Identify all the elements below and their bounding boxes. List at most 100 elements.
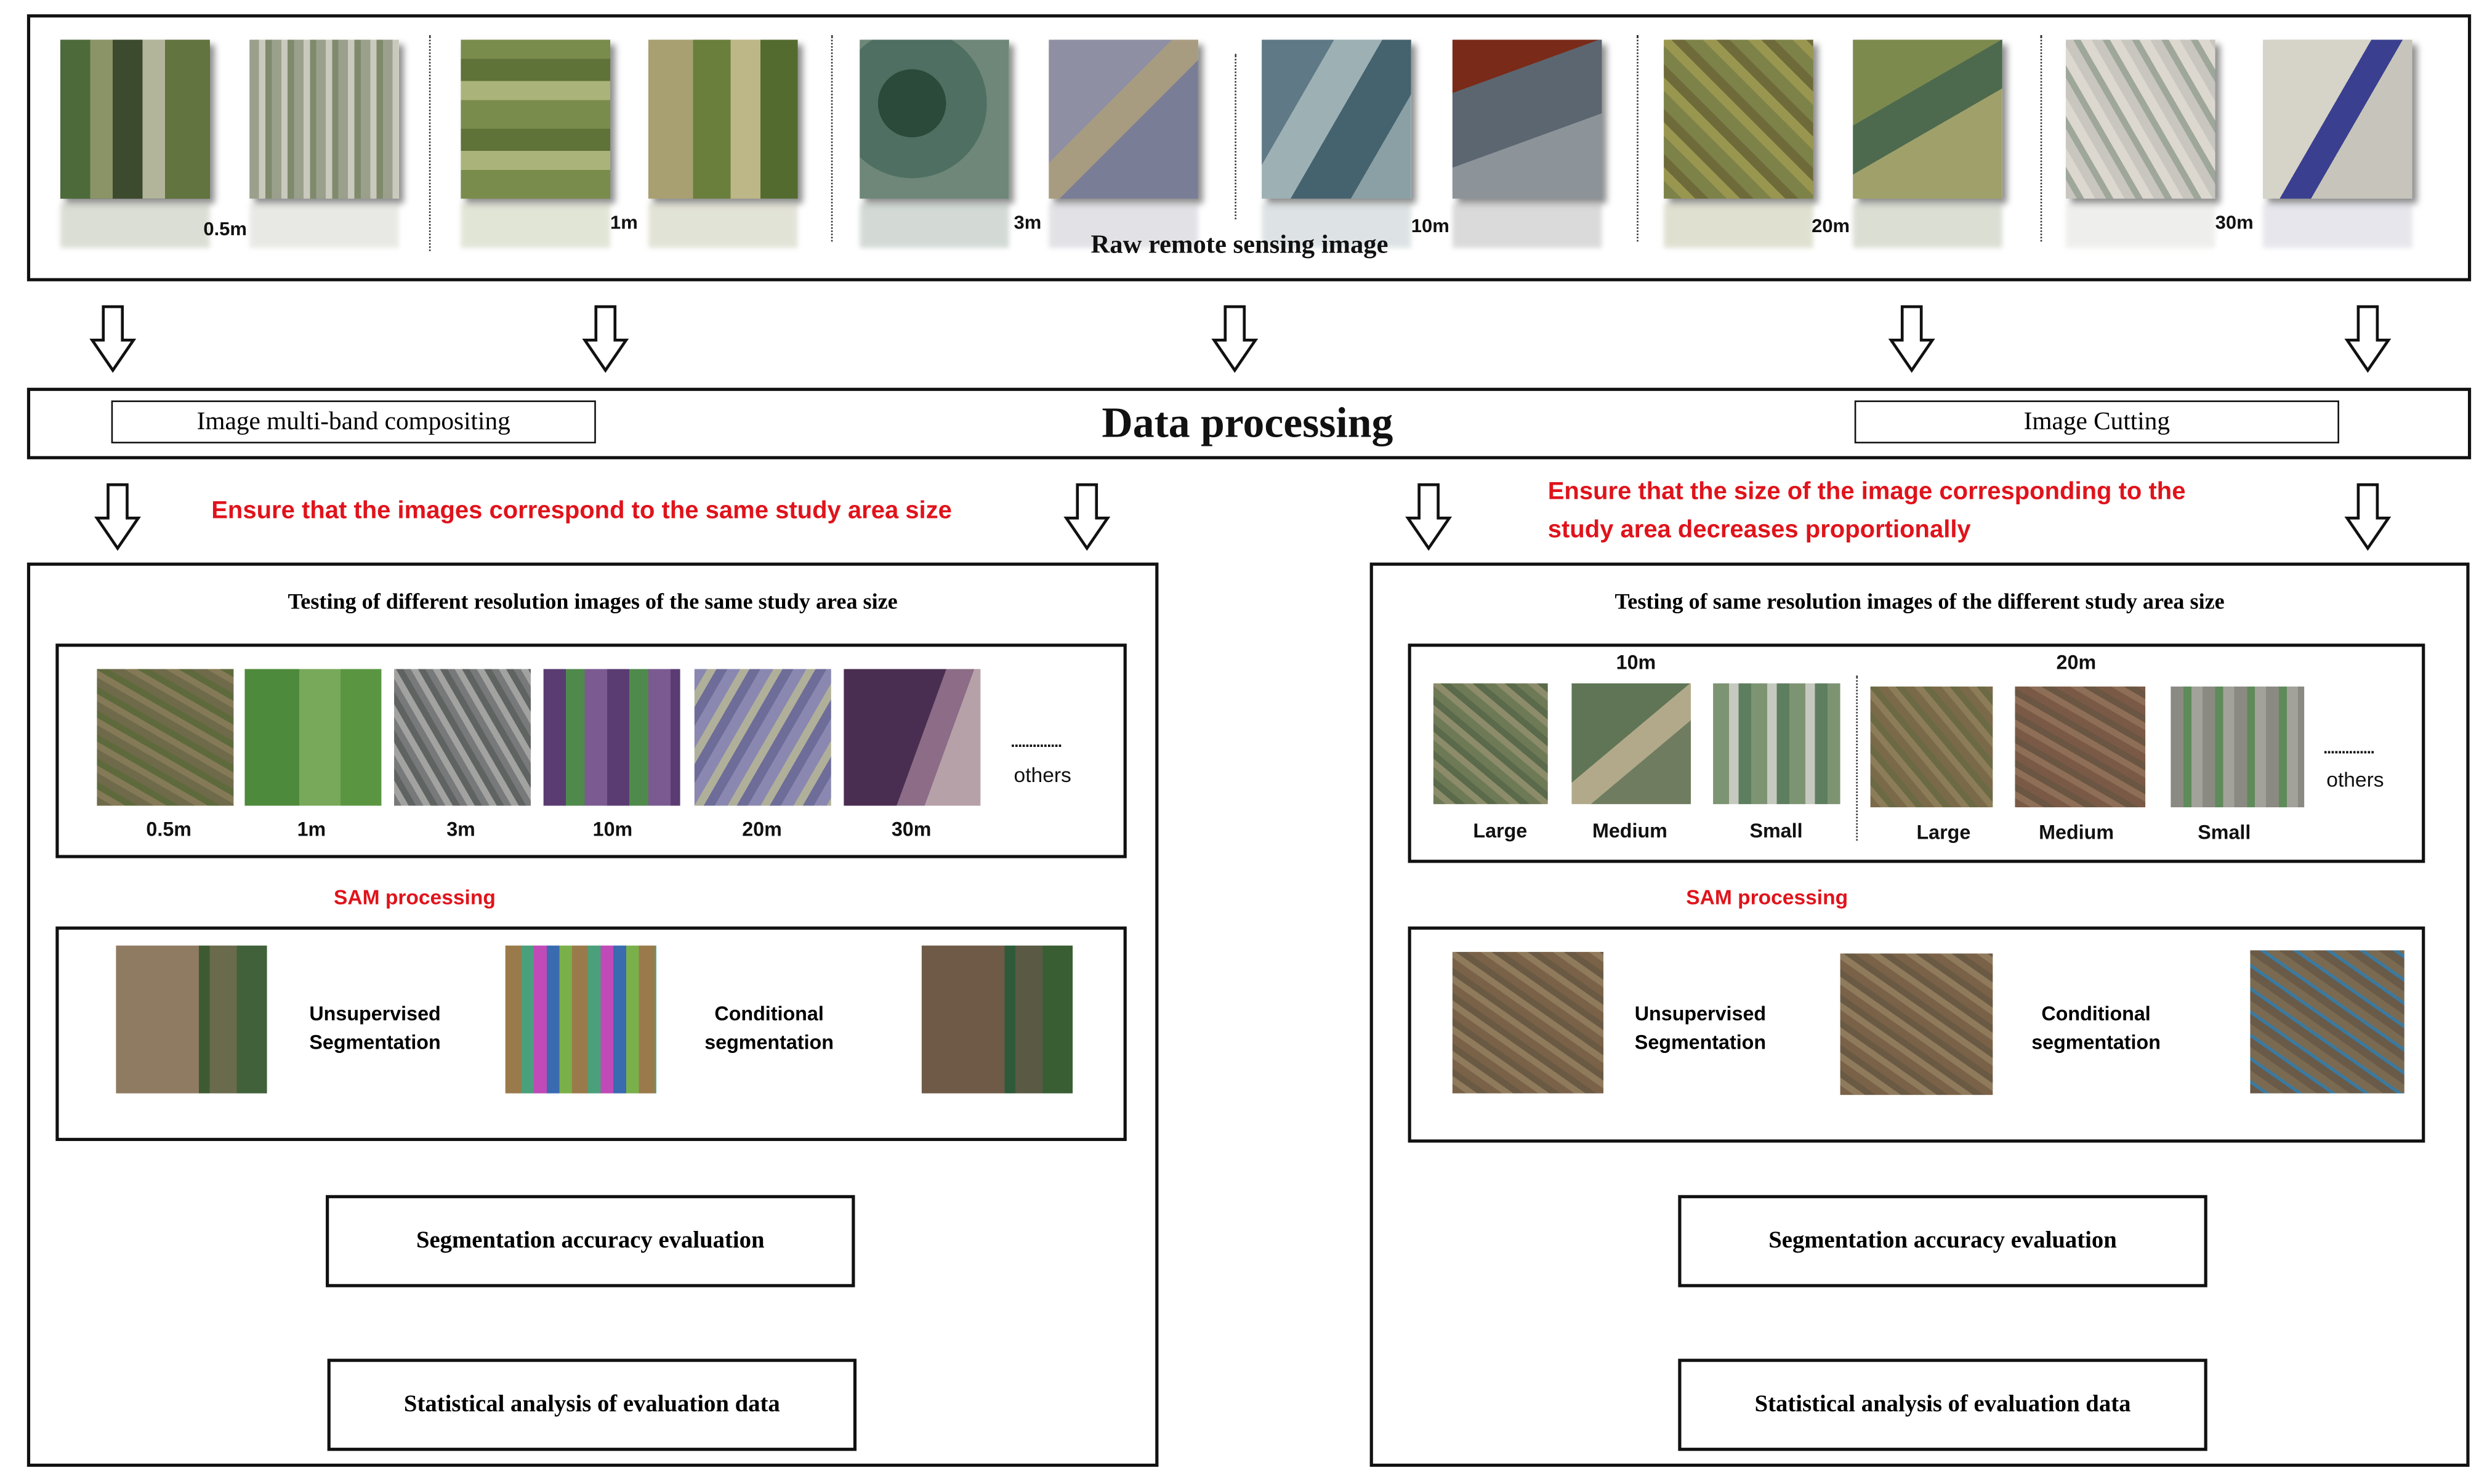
tile-10m-medium bbox=[1571, 683, 1691, 804]
step-image-multi-band-compositing: Image multi-band compositing bbox=[111, 400, 596, 444]
down-arrow bbox=[2347, 485, 2388, 548]
group-separator bbox=[1856, 675, 1858, 841]
statistical-analysis-label: Statistical analysis of evaluation data bbox=[1754, 1392, 2131, 1418]
unsupervised-line2: Segmentation bbox=[309, 1031, 441, 1054]
accuracy-evaluation-label: Segmentation accuracy evaluation bbox=[416, 1228, 765, 1254]
tile-20m-large bbox=[1870, 686, 1993, 808]
reflection bbox=[1452, 203, 1602, 248]
reflection bbox=[860, 203, 1009, 248]
sam-processing-label: SAM processing bbox=[333, 885, 496, 909]
size-label: Small bbox=[1749, 820, 1803, 842]
raw-image-30m-b bbox=[2263, 39, 2412, 199]
resolution-label: 30m bbox=[2215, 211, 2254, 234]
statistical-analysis-box: Statistical analysis of evaluation data bbox=[327, 1358, 857, 1451]
group-separator bbox=[1235, 54, 1236, 220]
raw-image-0-5m-a bbox=[60, 39, 210, 199]
others-label: others bbox=[1014, 762, 1071, 787]
seg-conditional-result bbox=[2250, 950, 2404, 1094]
group-separator bbox=[2040, 34, 2042, 242]
resolution-label: 3m bbox=[1014, 211, 1042, 234]
accuracy-evaluation-box: Segmentation accuracy evaluation bbox=[1678, 1195, 2207, 1288]
raw-image-3m-a bbox=[860, 39, 1009, 199]
size-label: Medium bbox=[2039, 821, 2114, 844]
conditional-line1: Conditional bbox=[714, 1002, 824, 1025]
group-label-10m: 10m bbox=[1616, 651, 1656, 674]
reflection bbox=[2263, 203, 2412, 248]
conditional-label: Conditional segmentation bbox=[683, 999, 855, 1057]
unsupervised-line2: Segmentation bbox=[1634, 1031, 1767, 1054]
down-arrow bbox=[2347, 307, 2388, 370]
seg-unsupervised-result bbox=[505, 945, 656, 1094]
reflection bbox=[648, 203, 798, 248]
tile-10m bbox=[543, 669, 680, 806]
raw-image-10m-b bbox=[1452, 39, 1602, 199]
raw-image-0-5m-b bbox=[249, 39, 399, 199]
tile-label: 30m bbox=[891, 818, 932, 841]
tile-label: 1m bbox=[297, 818, 326, 841]
reflection bbox=[2066, 203, 2215, 248]
seg-input-image bbox=[116, 945, 267, 1094]
down-arrow bbox=[1066, 485, 1108, 548]
tile-3m bbox=[394, 669, 531, 806]
sam-processing-label: SAM processing bbox=[1686, 885, 1848, 909]
group-separator bbox=[831, 34, 833, 242]
tile-label: 10m bbox=[592, 818, 633, 841]
note-size-decreases-line2: study area decreases proportionally bbox=[1547, 516, 1971, 544]
group-separator bbox=[1637, 34, 1639, 242]
note-same-study-area: Ensure that the images correspond to the… bbox=[211, 497, 952, 525]
unsupervised-line1: Unsupervised bbox=[1634, 1002, 1767, 1025]
data-processing-title: Data processing bbox=[1102, 398, 1393, 447]
raw-image-panel bbox=[26, 14, 2472, 281]
raw-image-1m-b bbox=[648, 39, 798, 199]
more-dots: .............. bbox=[1010, 734, 1062, 752]
unsupervised-line1: Unsupervised bbox=[309, 1002, 441, 1025]
reflection bbox=[60, 203, 210, 248]
accuracy-evaluation-box: Segmentation accuracy evaluation bbox=[326, 1195, 855, 1288]
reflection bbox=[461, 203, 611, 248]
group-label-20m: 20m bbox=[2056, 651, 2097, 674]
reflection bbox=[1049, 203, 1198, 248]
resolution-label: 0.5m bbox=[203, 217, 247, 240]
down-arrow bbox=[1214, 307, 1256, 370]
size-label: Large bbox=[1473, 820, 1528, 842]
resolution-label: 10m bbox=[1411, 214, 1449, 237]
tile-label: 0.5m bbox=[146, 818, 191, 841]
conditional-label: Conditional segmentation bbox=[2010, 999, 2182, 1057]
size-label: Small bbox=[2198, 821, 2251, 844]
unsupervised-label: Unsupervised Segmentation bbox=[1614, 999, 1786, 1057]
raw-image-10m-a bbox=[1262, 39, 1411, 199]
size-label: Large bbox=[1916, 821, 1971, 844]
down-arrow bbox=[585, 307, 626, 370]
raw-image-20m-b bbox=[1853, 39, 2002, 199]
step-label: Image multi-band compositing bbox=[196, 408, 510, 436]
tile-1m bbox=[244, 669, 382, 806]
resolution-label: 20m bbox=[1812, 214, 1850, 237]
raw-image-3m-b bbox=[1049, 39, 1198, 199]
tile-20m-medium bbox=[2015, 686, 2146, 808]
down-arrow bbox=[92, 307, 134, 370]
right-panel-title: Testing of same resolution images of the… bbox=[1614, 591, 2225, 615]
reflection bbox=[1664, 203, 1813, 248]
tile-label: 20m bbox=[742, 818, 782, 841]
tile-20m bbox=[694, 669, 831, 806]
reflection bbox=[249, 203, 399, 248]
raw-image-30m-a bbox=[2066, 39, 2215, 199]
resolution-label: 1m bbox=[610, 211, 638, 234]
reflection bbox=[1853, 203, 2002, 248]
note-size-decreases-line1: Ensure that the size of the image corres… bbox=[1547, 478, 2186, 506]
group-separator bbox=[429, 34, 431, 251]
down-arrow bbox=[97, 485, 138, 548]
more-dots: .............. bbox=[2323, 740, 2375, 759]
unsupervised-label: Unsupervised Segmentation bbox=[289, 999, 461, 1057]
reflection bbox=[1262, 203, 1411, 248]
down-arrow bbox=[1891, 307, 1932, 370]
step-label: Image Cutting bbox=[2023, 408, 2171, 436]
tile-20m-small bbox=[2171, 686, 2305, 808]
tile-30m bbox=[844, 669, 981, 806]
step-image-cutting: Image Cutting bbox=[1854, 400, 2339, 444]
statistical-analysis-label: Statistical analysis of evaluation data bbox=[403, 1392, 780, 1418]
seg-unsupervised-result bbox=[1840, 953, 1993, 1095]
left-panel-title: Testing of different resolution images o… bbox=[288, 591, 898, 615]
size-label: Medium bbox=[1592, 820, 1667, 842]
